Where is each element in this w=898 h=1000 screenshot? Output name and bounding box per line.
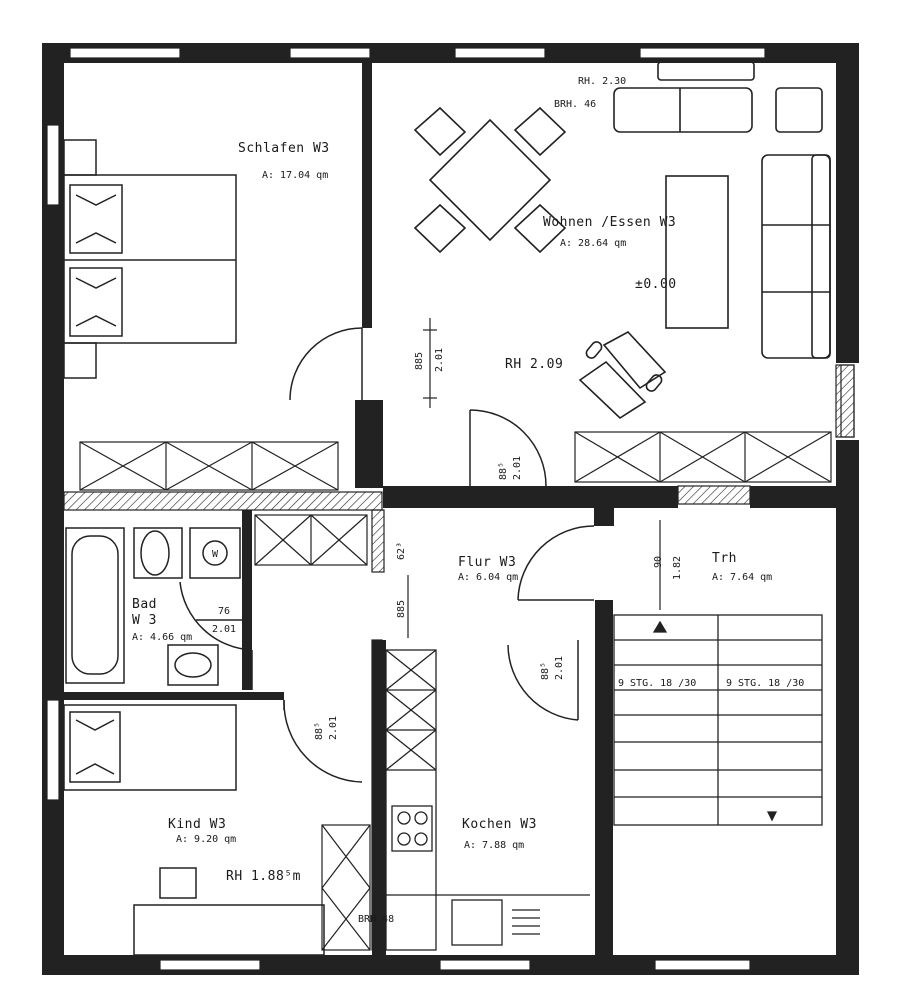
door-flur-trh: [517, 525, 595, 601]
door-kochen: [507, 640, 579, 721]
dim-bad-door-h: 2.01: [212, 624, 236, 635]
desk-kind: [133, 867, 325, 956]
room-area-bad: A: 4.66 qm: [132, 632, 192, 643]
toilet: [133, 527, 183, 579]
door-schlafen: [289, 327, 363, 401]
sideboard-wohnen: [574, 431, 832, 483]
room-name-schlafen: Schlafen W3: [238, 141, 330, 156]
dim-door-wohnen-w: 88⁵: [498, 462, 509, 480]
dim-door-schlafen-w: 885: [414, 352, 425, 370]
stair-label-left: 9 STG. 18 /30: [618, 678, 696, 689]
dim-flur-623: 62³: [396, 542, 407, 560]
bed-single: [63, 704, 237, 791]
room-area-trh: A: 7.64 qm: [712, 572, 772, 583]
annotation-brh-kind: BRH 48: [358, 914, 394, 925]
dining-table: [413, 106, 567, 254]
door-wohnen: [469, 409, 547, 487]
annotation-rh-kind: RH 1.88⁵m: [226, 869, 301, 884]
wardrobe-schlafen: [79, 441, 339, 491]
door-bad: [179, 581, 253, 690]
stairs: [613, 614, 823, 826]
room-area-kochen: A: 7.88 qm: [464, 840, 524, 851]
dim-kind-door-h: 2.01: [328, 716, 339, 740]
kitchen-counter: [385, 649, 590, 951]
elevation-mark: ±0.00: [635, 277, 677, 292]
door-kind: [283, 699, 363, 783]
dim-flur-885: 885: [396, 600, 407, 618]
annotation-brh: BRH. 46: [554, 99, 596, 110]
annotation-rh-top: RH. 2.30: [578, 76, 626, 87]
dim-kochen-door-w: 88⁵: [540, 662, 551, 680]
room-area-wohnen: A: 28.64 qm: [560, 238, 626, 249]
washing-machine: W: [189, 527, 241, 579]
room-area-schlafen: A: 17.04 qm: [262, 170, 328, 181]
annotation-rh-living: RH 2.09: [505, 357, 563, 372]
room-name-bad-2: W 3: [132, 613, 157, 628]
hatched-walls: [63, 364, 855, 951]
dim-kind-door-w: 88⁵: [314, 722, 325, 740]
dim-door-wohnen-h: 2.01: [512, 456, 523, 480]
dim-bad-door-w: 76: [218, 606, 230, 617]
dim-kochen-door-h: 2.01: [554, 656, 565, 680]
room-name-trh: Trh: [712, 551, 737, 566]
windows: [46, 47, 855, 971]
room-name-kind: Kind W3: [168, 817, 226, 832]
room-name-wohnen: Wohnen /Essen W3: [543, 215, 676, 230]
room-name-flur: Flur W3: [458, 555, 516, 570]
svg-text:W: W: [212, 549, 219, 560]
dim-marks: [407, 318, 661, 638]
dim-door-schlafen-h: 2.01: [434, 348, 445, 372]
armchair: [578, 331, 667, 420]
dim-trh-182: 1.82: [672, 556, 683, 580]
bathtub: [65, 527, 125, 684]
stair-label-right: 9 STG. 18 /30: [726, 678, 804, 689]
room-name-kochen: Kochen W3: [462, 817, 537, 832]
shelf-bad: [254, 514, 368, 566]
washbasin: [167, 644, 219, 686]
wardrobe-kind: [321, 824, 371, 951]
sofa: [613, 61, 831, 359]
bed-double: [63, 139, 237, 379]
room-area-flur: A: 6.04 qm: [458, 572, 518, 583]
dim-trh-90: 90: [653, 556, 664, 568]
room-name-bad-1: Bad: [132, 597, 157, 612]
room-area-kind: A: 9.20 qm: [176, 834, 236, 845]
